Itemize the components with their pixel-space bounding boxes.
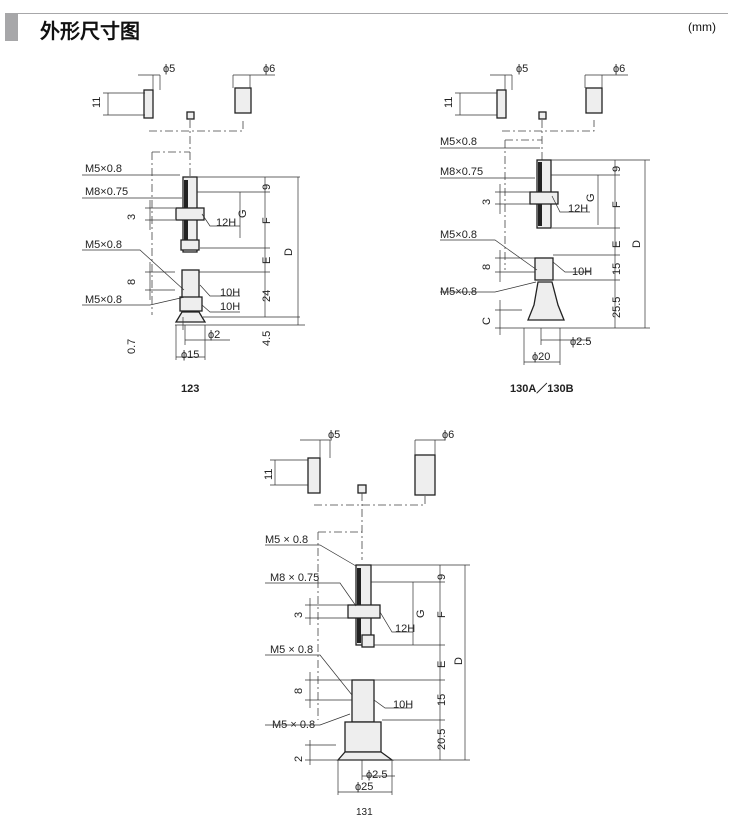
dimension-label: M5×0.8 [440, 286, 477, 298]
dimension-label: E [436, 661, 448, 668]
dimension-label: 20.5 [436, 729, 448, 750]
dimension-label: M5 × 0.8 [270, 644, 313, 656]
dimension-label: 2 [293, 756, 305, 762]
dimension-label: M8 × 0.75 [270, 572, 319, 584]
dimension-label: G [237, 209, 249, 218]
header-rule [18, 13, 728, 14]
dimension-label: M8×0.75 [440, 166, 483, 178]
dimension-label: 11 [91, 97, 103, 108]
dimension-label: 11 [443, 97, 455, 108]
header-accent-bar [5, 13, 18, 41]
dimension-label: 8 [293, 688, 305, 694]
drawing-131: ϕ5 ϕ6 11 M5 × 0.8 M8 × 0.75 M5 × 0.8 M5 × 0… [263, 429, 470, 818]
dimension-label: D [283, 248, 295, 256]
dimension-label: 130A／130B [510, 382, 574, 395]
dimension-label: D [453, 657, 465, 665]
dimension-label: C [481, 317, 493, 325]
dimension-label: ϕ6 [442, 429, 454, 441]
dimension-label: 11 [263, 469, 275, 480]
dimension-label: 4.5 [261, 331, 273, 346]
dimension-label: F [436, 611, 448, 618]
dimension-label: 15 [611, 263, 623, 275]
dimension-label: M5×0.8 [440, 136, 477, 148]
page-title: 外形尺寸图 [40, 21, 140, 43]
dimension-label: 10H [220, 301, 240, 313]
dimension-label: 12H [395, 623, 415, 635]
dimension-label: ϕ20 [532, 351, 550, 363]
dimension-label: 8 [126, 279, 138, 285]
dimension-label: 25.5 [611, 297, 623, 318]
dimension-label: ϕ15 [181, 349, 199, 361]
dimension-label: E [261, 257, 273, 264]
dimension-label: M8×0.75 [85, 186, 128, 198]
dimension-label: 10H [393, 699, 413, 711]
dimension-label: F [611, 201, 623, 208]
dimension-label: 8 [481, 264, 493, 270]
dimension-label: E [611, 241, 623, 248]
dimension-label: 12H [568, 203, 588, 215]
dimension-label: 15 [436, 694, 448, 706]
dimension-label: ϕ5 [328, 429, 340, 441]
dimension-label: ϕ5 [516, 63, 528, 75]
dimension-label: G [585, 193, 597, 202]
dimension-label: ϕ5 [163, 63, 175, 75]
dimension-label: 10H [572, 266, 592, 278]
dimension-label: ϕ2.5 [570, 336, 591, 348]
dimension-label: 0.7 [126, 339, 138, 354]
dimension-label: ϕ6 [613, 63, 625, 75]
dimension-label: M5×0.8 [85, 294, 122, 306]
dimension-label: D [631, 240, 643, 248]
dimension-label: ϕ2 [208, 329, 220, 341]
dimension-label: 24 [261, 290, 273, 302]
dimension-label: M5 × 0.8 [265, 534, 308, 546]
dimension-label: M5×0.8 [85, 239, 122, 251]
dimension-label: G [415, 609, 427, 618]
dimension-label: 9 [611, 166, 623, 172]
dimension-label: 12H [216, 217, 236, 229]
dimension-label: M5×0.8 [85, 163, 122, 175]
dimension-label: 3 [126, 214, 138, 220]
dimension-label: F [261, 217, 273, 224]
dimension-label: M5×0.8 [440, 229, 477, 241]
dimension-label: 3 [481, 199, 493, 205]
dimension-label: 10H [220, 287, 240, 299]
dimension-label: 9 [436, 574, 448, 580]
dimension-label: ϕ6 [263, 63, 275, 75]
unit-label: (mm) [688, 20, 716, 34]
dimension-label: ϕ2.5 [366, 769, 387, 781]
dimension-label: 131 [356, 807, 373, 818]
dimension-label: 3 [293, 612, 305, 618]
dimension-label: 123 [181, 383, 199, 395]
dimension-label: ϕ25 [355, 781, 373, 793]
dimension-label: M5 × 0.8 [272, 719, 315, 731]
dimension-label: 9 [261, 184, 273, 190]
